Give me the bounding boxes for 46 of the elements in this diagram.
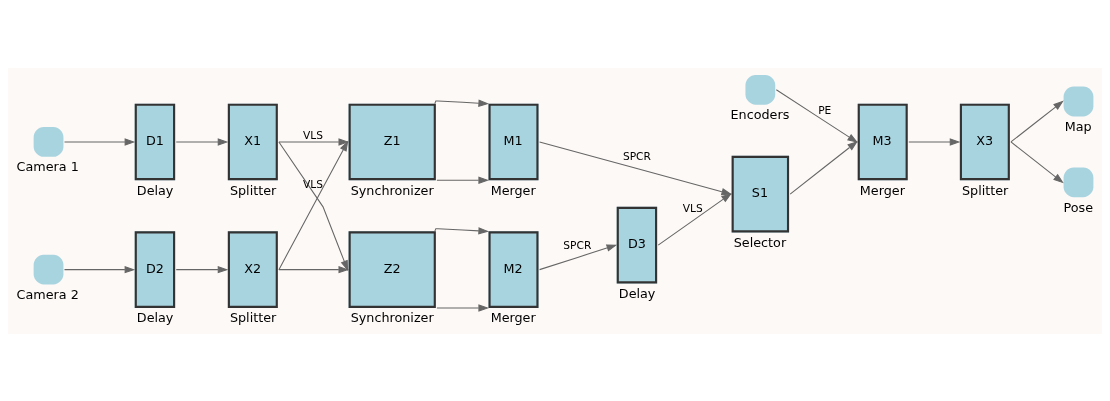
arrow xyxy=(775,88,858,143)
arrow xyxy=(1010,140,1064,183)
arrow xyxy=(539,140,733,195)
node-label: Delay xyxy=(136,309,174,325)
arrow xyxy=(789,140,858,195)
node-circle xyxy=(1063,86,1094,116)
node-label: Camera 1 xyxy=(16,158,79,174)
arrow xyxy=(1010,100,1064,142)
arrow xyxy=(539,243,618,270)
node-label: Map xyxy=(1064,118,1092,134)
edge-label: VLS xyxy=(682,201,703,215)
arrow xyxy=(436,176,490,184)
edge-label: VLS xyxy=(302,128,323,142)
arrow xyxy=(436,303,490,312)
node-label: Pose xyxy=(1063,199,1094,215)
node-circle xyxy=(33,254,64,284)
node-label: Merger xyxy=(859,182,905,198)
node-label: Splitter xyxy=(961,182,1009,198)
arrow xyxy=(63,137,136,146)
node-label: Selector xyxy=(733,234,787,250)
edge-label: SPCR xyxy=(622,149,651,163)
node-label: Merger xyxy=(490,309,536,325)
arrow xyxy=(278,265,350,273)
node-circle xyxy=(33,126,64,157)
node-label: Encoders xyxy=(730,106,790,122)
node-label: Delay xyxy=(136,182,174,198)
edge-label: PE xyxy=(818,103,832,117)
node-label: Merger xyxy=(490,182,536,198)
node-circle xyxy=(745,74,776,105)
node-label: Synchronizer xyxy=(350,309,434,325)
node-label: Splitter xyxy=(229,182,277,198)
arrow xyxy=(434,226,490,235)
arrow xyxy=(657,192,732,246)
edge-label: SPCR xyxy=(563,238,592,252)
node-label: Splitter xyxy=(229,309,277,325)
arrow xyxy=(434,98,490,107)
node-label: Synchronizer xyxy=(350,182,434,198)
arrow xyxy=(175,137,229,146)
node-label: Camera 2 xyxy=(16,286,79,302)
arrow xyxy=(908,137,961,146)
arrow xyxy=(278,137,350,146)
node-label: Delay xyxy=(618,285,656,301)
arrow xyxy=(175,265,229,273)
edge-label: VLS xyxy=(302,177,323,191)
arrow xyxy=(63,265,136,273)
node-circle xyxy=(1063,167,1094,197)
